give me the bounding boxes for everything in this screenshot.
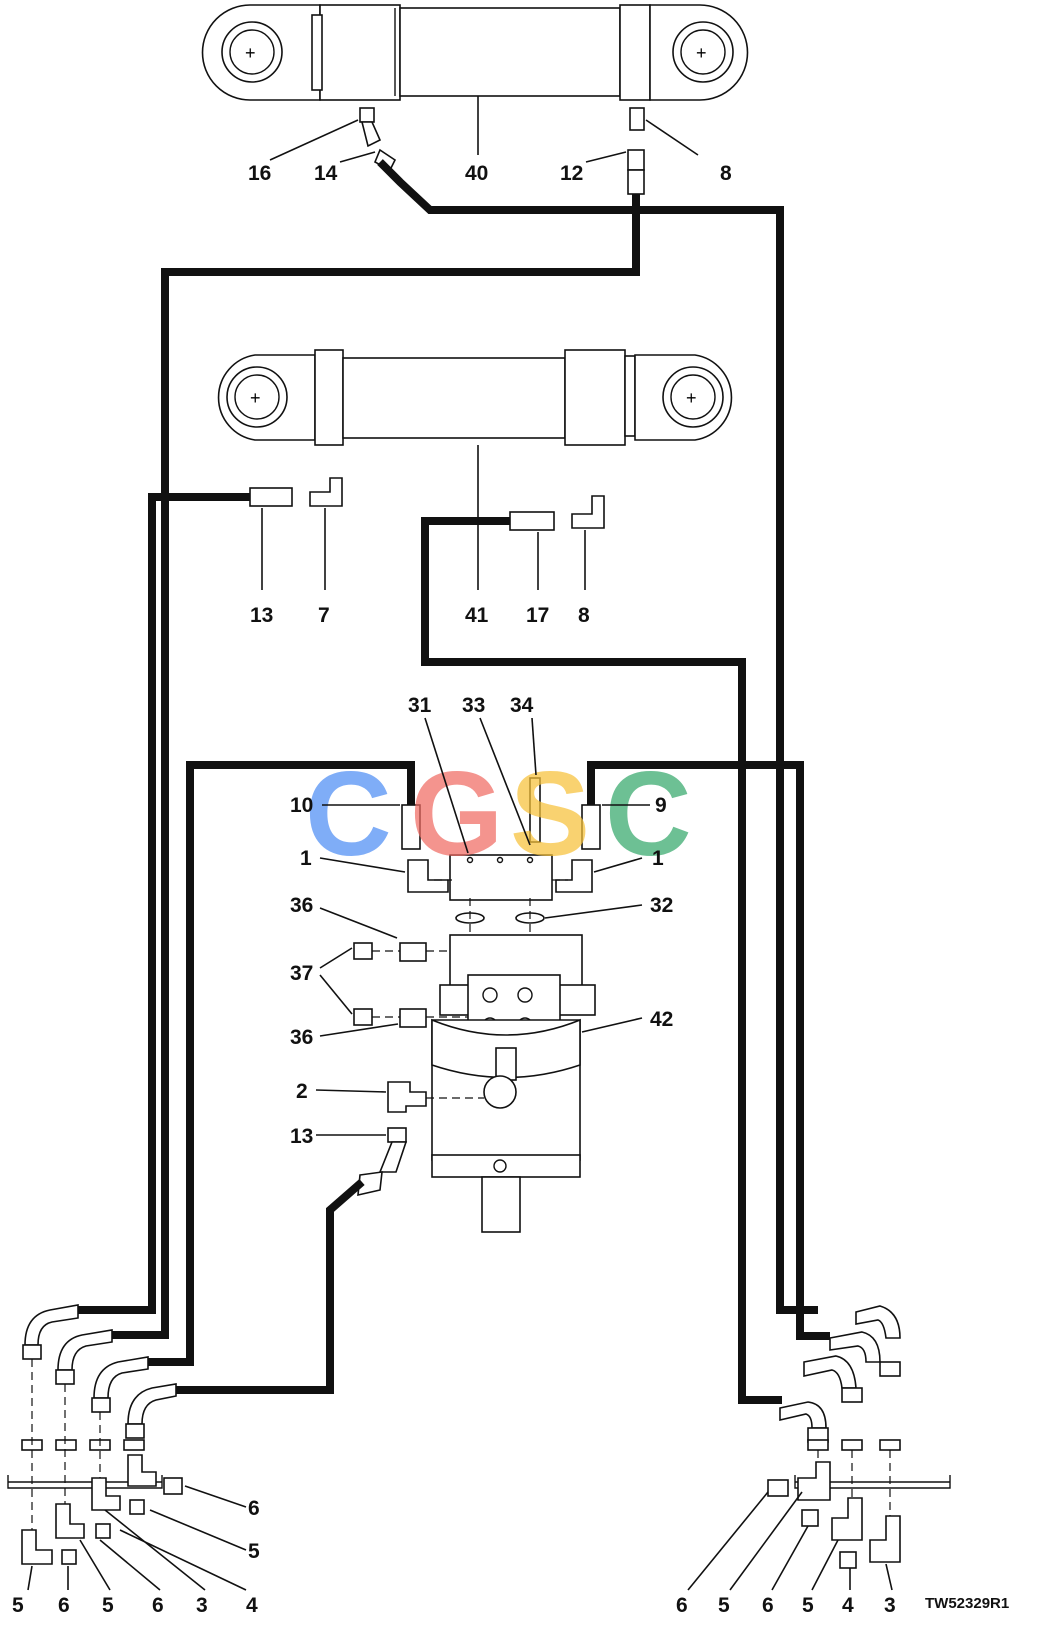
callout-13-low: 13 <box>290 1125 313 1148</box>
callout-12: 12 <box>560 162 583 185</box>
callout-br-6a: 6 <box>676 1594 688 1617</box>
leader-lines <box>27 96 893 1591</box>
hydraulic-cylinder-40: + + <box>201 4 749 101</box>
fitting-17 <box>509 511 555 531</box>
callout-17: 17 <box>526 604 549 627</box>
callout-br-6b: 6 <box>762 1594 774 1617</box>
hose-ends-left <box>21 1304 183 1565</box>
o-rings-32 <box>455 912 545 924</box>
callout-36-bot: 36 <box>290 1026 313 1049</box>
callout-42: 42 <box>650 1008 673 1031</box>
fittings-36-37 <box>353 942 427 1028</box>
cgsc-watermark: C G S C <box>305 747 692 881</box>
callout-31: 31 <box>408 694 432 717</box>
manifold-block-31 <box>449 854 553 901</box>
callout-bl-5b: 5 <box>102 1594 114 1617</box>
callout-1-left: 1 <box>300 847 312 870</box>
svg-text:+: + <box>245 43 256 63</box>
callout-8-mid: 8 <box>578 604 590 627</box>
callout-bl-6b: 6 <box>152 1594 164 1617</box>
callout-41: 41 <box>465 604 489 627</box>
hydraulic-cylinder-41: + + <box>217 349 733 446</box>
callout-13-mid: 13 <box>250 604 273 627</box>
watermark-letter-c2: C <box>605 747 692 881</box>
callout-37: 37 <box>290 962 313 985</box>
svg-text:+: + <box>686 388 697 408</box>
callout-br-3: 3 <box>884 1594 896 1617</box>
watermark-letter-s: S <box>510 747 590 881</box>
alignment-lines <box>372 879 568 1099</box>
callout-1-right: 1 <box>652 847 664 870</box>
callout-9: 9 <box>655 794 667 817</box>
callout-33: 33 <box>462 694 485 717</box>
callout-2: 2 <box>296 1080 308 1103</box>
elbow-2 <box>387 1081 427 1113</box>
svg-text:+: + <box>250 388 261 408</box>
watermark-letter-g: G <box>410 747 503 881</box>
fitting-12 <box>627 149 645 195</box>
callout-16: 16 <box>248 162 271 185</box>
hydraulic-hoses <box>78 159 830 1404</box>
callout-36-top: 36 <box>290 894 313 917</box>
callout-8-top: 8 <box>720 162 732 185</box>
callout-bl-6a: 6 <box>58 1594 70 1617</box>
watermark-letter-c1: C <box>305 747 392 881</box>
fitting-16 <box>359 107 382 148</box>
callout-bl-3: 3 <box>196 1594 208 1617</box>
callout-bl-6c: 6 <box>248 1497 260 1520</box>
fitting-8-top <box>629 107 645 131</box>
callout-labels: 16 14 40 12 8 13 7 41 17 8 31 33 34 10 9… <box>12 162 1009 1617</box>
callout-34: 34 <box>510 694 534 717</box>
callout-bl-4: 4 <box>246 1594 258 1617</box>
screw-34 <box>529 777 541 843</box>
fitting-7 <box>309 477 343 507</box>
fitting-13-mid <box>249 487 293 507</box>
callout-32: 32 <box>650 894 673 917</box>
callout-40: 40 <box>465 162 488 185</box>
hose-ends-right <box>767 1305 901 1569</box>
callout-bl-5a: 5 <box>12 1594 24 1617</box>
callout-br-5b: 5 <box>802 1594 814 1617</box>
callout-bl-5c: 5 <box>248 1540 260 1563</box>
figure-id: TW52329R1 <box>925 1595 1009 1612</box>
valve-body-42 <box>431 934 596 1233</box>
callout-br-4: 4 <box>842 1594 854 1617</box>
callout-br-5a: 5 <box>718 1594 730 1617</box>
callout-14: 14 <box>314 162 338 185</box>
svg-text:+: + <box>696 43 707 63</box>
fitting-8-mid <box>571 495 605 529</box>
callout-10: 10 <box>290 794 313 817</box>
fitting-13-low <box>357 1127 408 1197</box>
callout-7: 7 <box>318 604 330 627</box>
